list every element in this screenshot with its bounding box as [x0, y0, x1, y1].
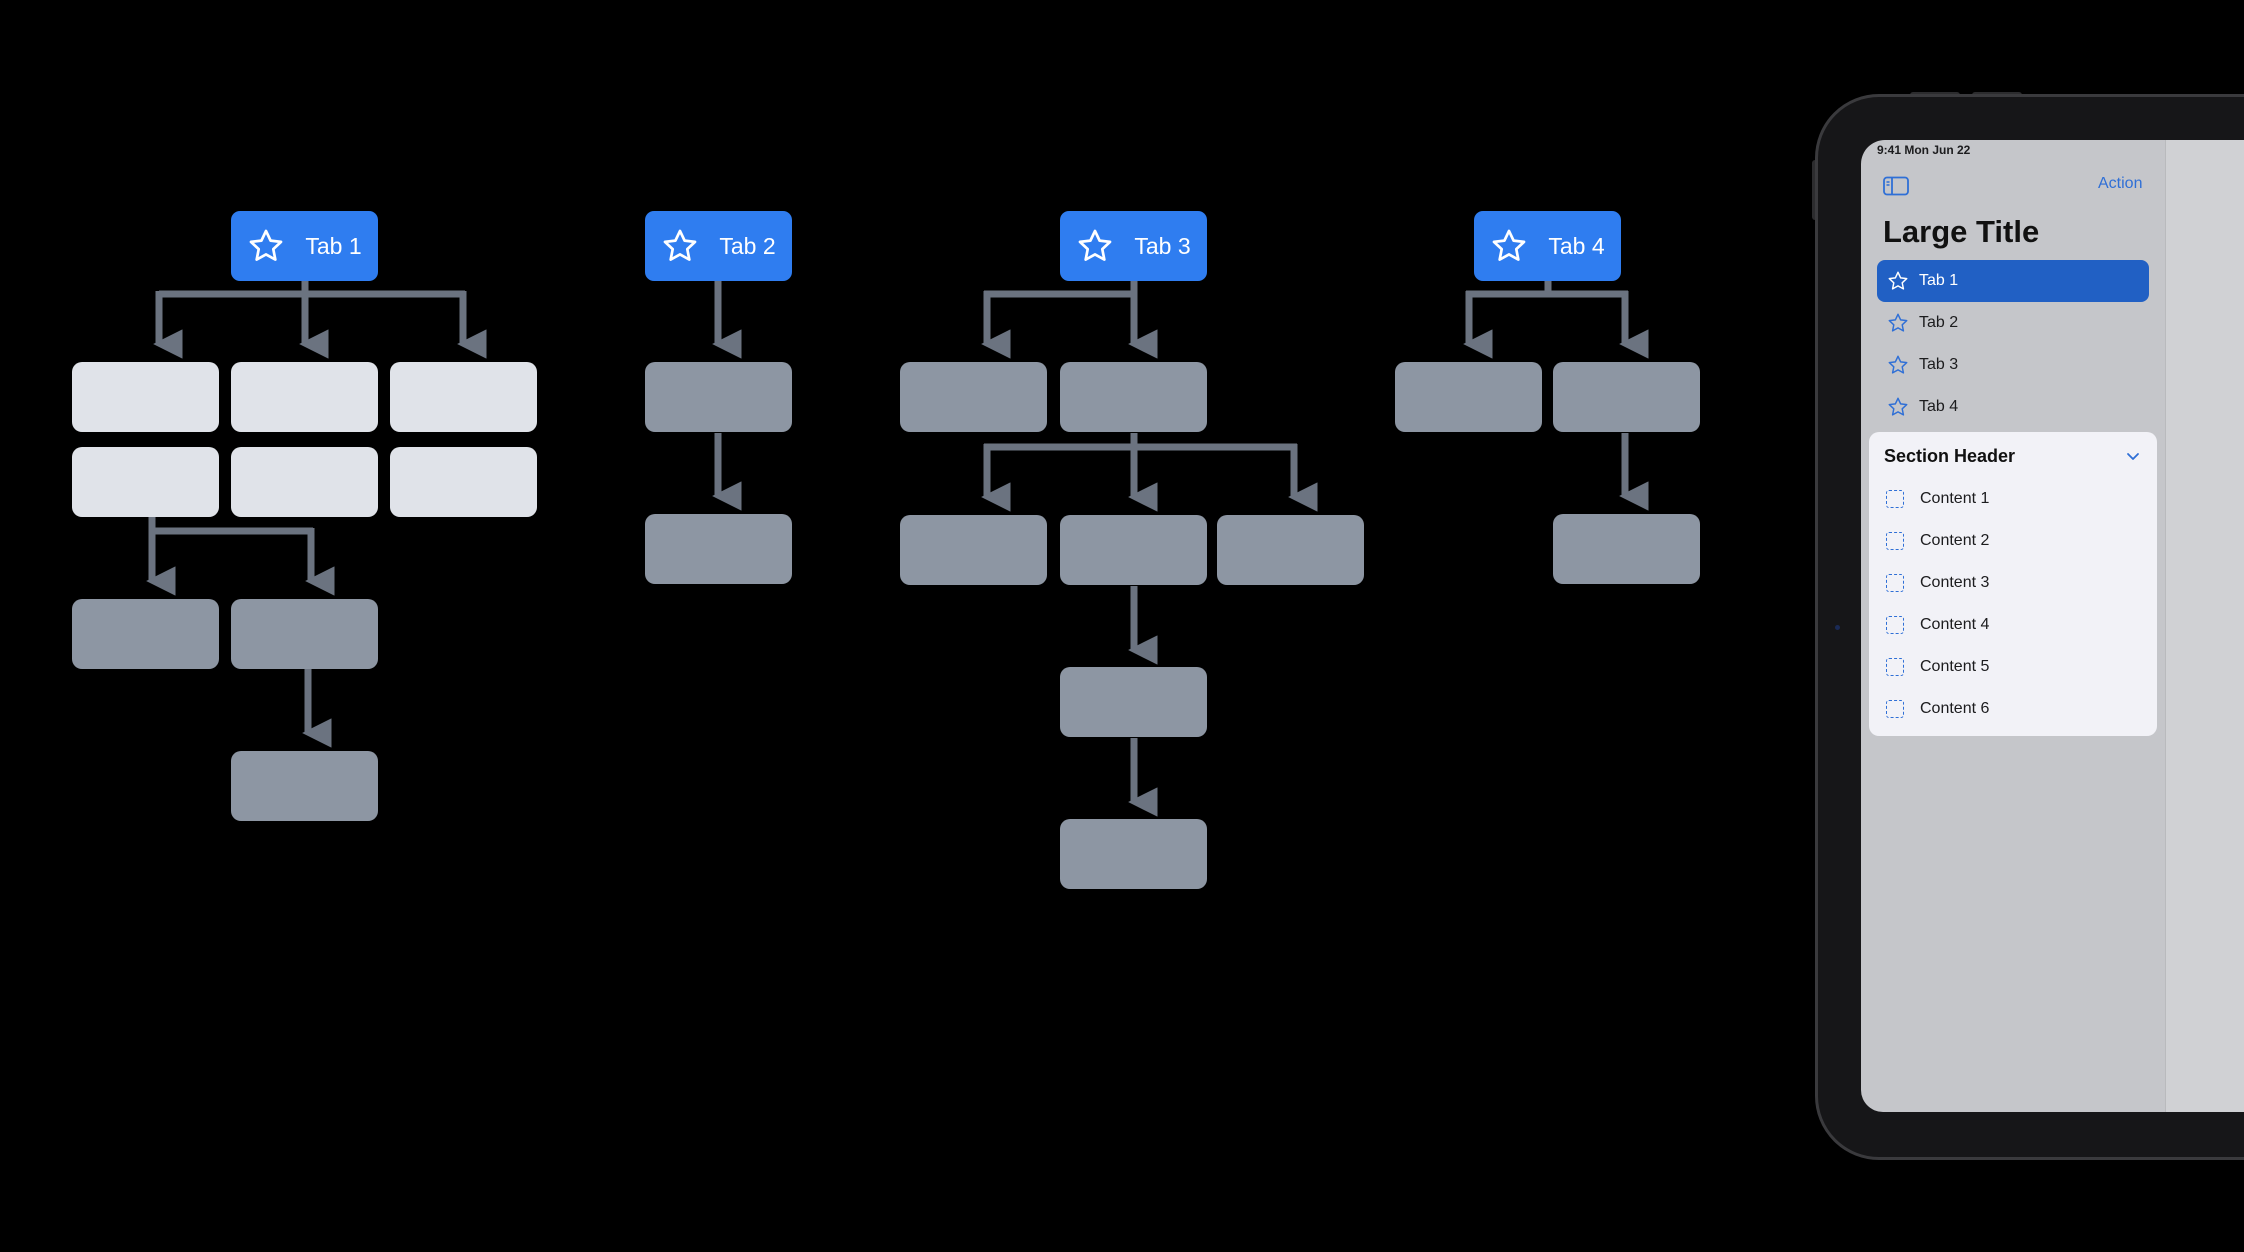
star-icon [1492, 229, 1526, 261]
sidebar-item-label: Tab 4 [1919, 398, 1959, 415]
diagram-node [900, 515, 1047, 585]
navigation-diagram [146, 281, 1649, 817]
content-item-1[interactable]: Content 1 [1869, 478, 2157, 520]
diagram-node [1553, 362, 1700, 432]
diagram-node [1060, 515, 1207, 585]
diagram-node [1060, 667, 1207, 737]
tab-node-label: Tab 1 [305, 232, 362, 259]
content-item-label: Content 1 [1920, 490, 1990, 507]
page-title: Large Title [1883, 214, 2040, 249]
star-icon [1888, 397, 1908, 416]
diagram-node [231, 362, 378, 432]
diagram-node [72, 599, 219, 669]
diagram-tab-3-node: Tab 3 [1060, 211, 1207, 281]
star-icon [1078, 229, 1112, 261]
detail-pane [2165, 140, 2244, 1112]
star-icon [1888, 271, 1908, 290]
status-bar: 9:41 Mon Jun 22 [1877, 143, 1971, 157]
placeholder-square-icon [1886, 532, 1904, 550]
content-item-6[interactable]: Content 6 [1869, 688, 2157, 730]
diagram-node [72, 447, 219, 517]
diagram-node [1395, 362, 1542, 432]
star-icon [249, 229, 283, 261]
diagram-tab-2-node: Tab 2 [645, 211, 792, 281]
sidebar-item-tab-4[interactable]: Tab 4 [1877, 386, 2149, 428]
placeholder-square-icon [1886, 700, 1904, 718]
ipad-camera [1835, 625, 1840, 630]
star-icon [1888, 313, 1908, 332]
content-item-label: Content 6 [1920, 700, 1990, 717]
diagram-tab-1-node: Tab 1 [231, 211, 378, 281]
diagram-node [900, 362, 1047, 432]
ipad-screen: 9:41 Mon Jun 22 Action Large Title Tab 1… [1861, 140, 2244, 1112]
diagram-node [231, 751, 378, 821]
diagram-node [1060, 362, 1207, 432]
diagram-node [231, 599, 378, 669]
placeholder-square-icon [1886, 574, 1904, 592]
diagram-node [645, 362, 792, 432]
action-button[interactable]: Action [2098, 175, 2143, 192]
diagram-node [1553, 514, 1700, 584]
sidebar-item-tab-1[interactable]: Tab 1 [1877, 260, 2149, 302]
star-icon [1888, 355, 1908, 374]
sidebar-toggle-icon[interactable] [1883, 176, 1909, 196]
content-item-label: Content 4 [1920, 616, 1990, 633]
sidebar-item-label: Tab 1 [1919, 272, 1959, 289]
chevron-down-icon[interactable] [2125, 448, 2141, 464]
diagram-node [645, 514, 792, 584]
sidebar-item-tab-3[interactable]: Tab 3 [1877, 344, 2149, 386]
content-item-label: Content 2 [1920, 532, 1990, 549]
diagram-node [390, 362, 537, 432]
content-item-4[interactable]: Content 4 [1869, 604, 2157, 646]
sidebar-item-label: Tab 3 [1919, 356, 1959, 373]
content-item-2[interactable]: Content 2 [1869, 520, 2157, 562]
diagram-tab-4-node: Tab 4 [1474, 211, 1621, 281]
placeholder-square-icon [1886, 490, 1904, 508]
star-icon [663, 229, 697, 261]
tab-node-label: Tab 4 [1548, 232, 1605, 259]
tab-node-label: Tab 3 [1134, 232, 1191, 259]
placeholder-square-icon [1886, 658, 1904, 676]
content-item-3[interactable]: Content 3 [1869, 562, 2157, 604]
sidebar-item-label: Tab 2 [1919, 314, 1959, 331]
content-item-label: Content 5 [1920, 658, 1990, 675]
section-header[interactable]: Section Header [1884, 446, 2016, 466]
tab-node-label: Tab 2 [719, 232, 776, 259]
diagram-node [1217, 515, 1364, 585]
diagram-node [231, 447, 378, 517]
content-item-5[interactable]: Content 5 [1869, 646, 2157, 688]
section-card: Section Header Content 1 Content 2 Conte… [1869, 432, 2157, 736]
diagram-node [1060, 819, 1207, 889]
diagram-node [72, 362, 219, 432]
sidebar-item-tab-2[interactable]: Tab 2 [1877, 302, 2149, 344]
content-item-label: Content 3 [1920, 574, 1990, 591]
placeholder-square-icon [1886, 616, 1904, 634]
diagram-node [390, 447, 537, 517]
